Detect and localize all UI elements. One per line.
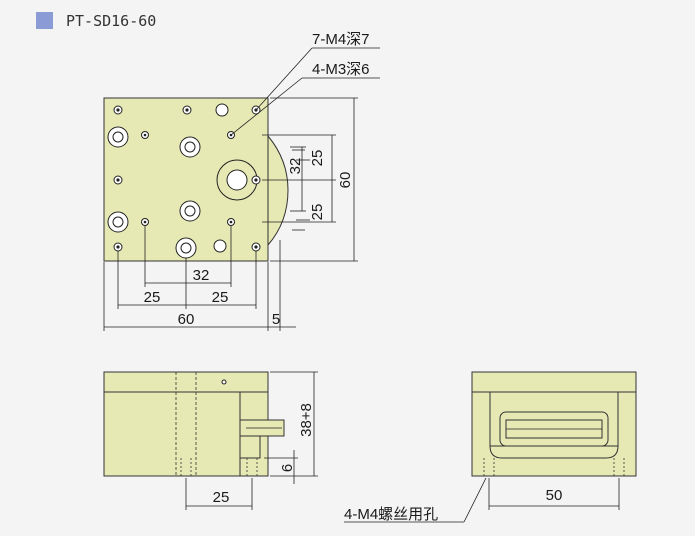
dim-h-60: 60 — [178, 311, 195, 328]
callout-m3-depth: 4-M3深6 — [312, 61, 370, 78]
dim-h-25-right: 25 — [212, 289, 229, 306]
socket-hole — [179, 200, 201, 222]
socket-hole — [107, 126, 129, 148]
m4-holes — [113, 105, 261, 252]
dim-v-25-top: 25 — [309, 150, 326, 167]
dim-h-25-left: 25 — [144, 289, 161, 306]
dim-v-60: 60 — [337, 172, 354, 189]
callout-m4-depth: 7-M4深7 — [312, 31, 370, 48]
small-hole — [213, 239, 227, 253]
dim-6: 6 — [279, 464, 296, 472]
small-hole — [215, 103, 229, 117]
side-knob-outline — [267, 134, 289, 247]
socket-hole — [175, 237, 197, 259]
top-view: 7-M4深7 4-M3深6 25 32 25 60 32 25 25 60 — [103, 31, 380, 331]
socket-hole — [179, 136, 201, 158]
dim-h-5: 5 — [272, 311, 280, 328]
dim-v-32: 32 — [287, 158, 304, 175]
socket-hole — [107, 211, 129, 233]
dim-50: 50 — [546, 487, 563, 504]
dim-25: 25 — [213, 489, 230, 506]
center-boss — [216, 159, 258, 201]
dim-h-32: 32 — [193, 267, 210, 284]
front-view: 38+8 6 25 — [103, 371, 318, 510]
side-view: 50 — [344, 371, 637, 523]
dim-v-25-bottom: 25 — [309, 204, 326, 221]
drawing-title: PT-SD16-60 — [66, 12, 156, 30]
callout-mount-holes: 4-M4螺丝用孔 — [344, 506, 438, 523]
title-marker — [36, 12, 53, 29]
dim-height: 38+8 — [298, 403, 315, 437]
